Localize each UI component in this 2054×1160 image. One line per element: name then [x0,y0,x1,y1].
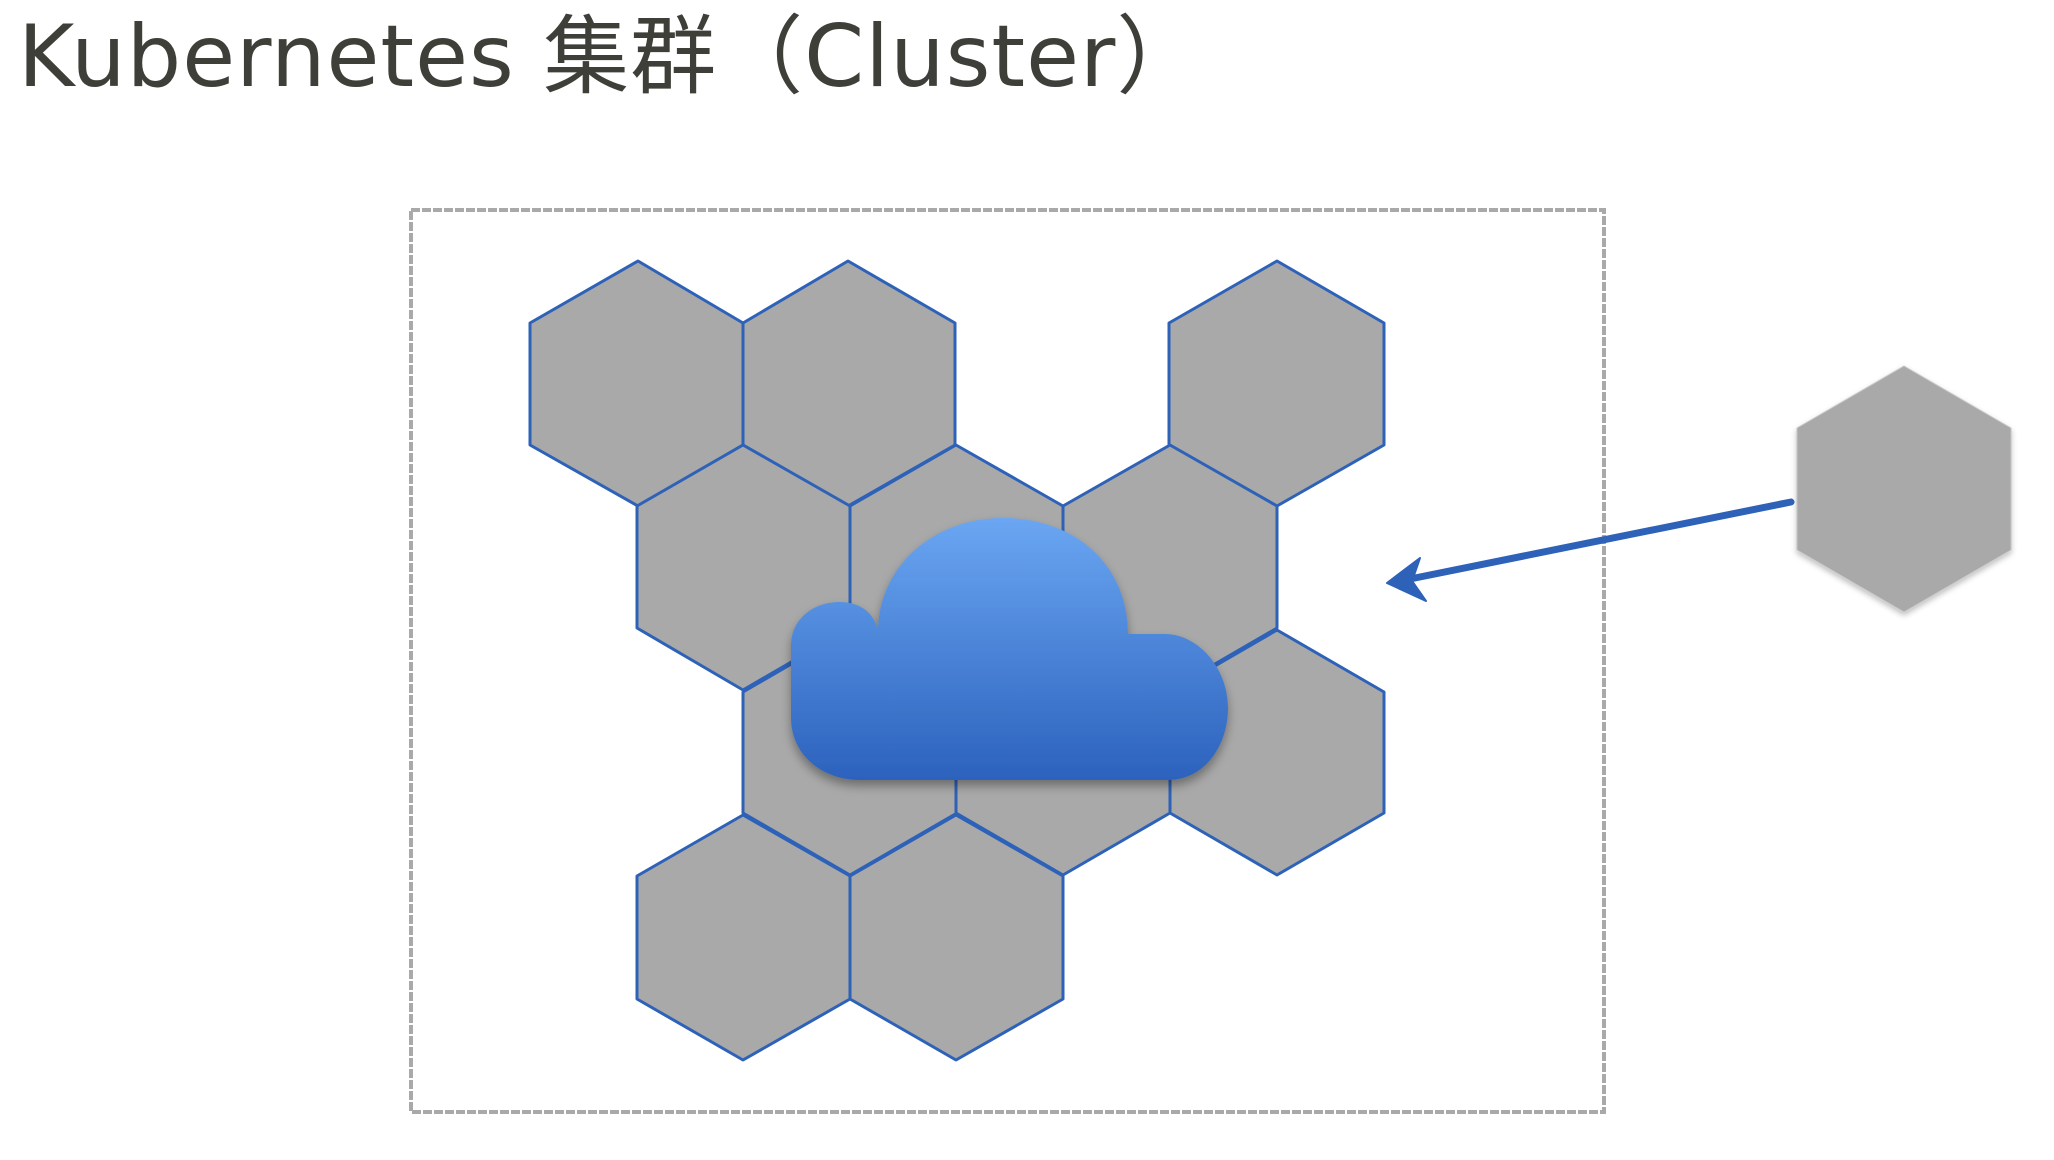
arrow-left-icon [1386,498,1795,602]
slide-title: Kubernetes 集群（Cluster） [18,7,1204,107]
hexagon-node-icon [848,813,1065,1062]
new-node-hexagon-icon [1796,365,2012,613]
cloud-icon [791,518,1228,780]
cluster-frame [409,208,1606,1114]
